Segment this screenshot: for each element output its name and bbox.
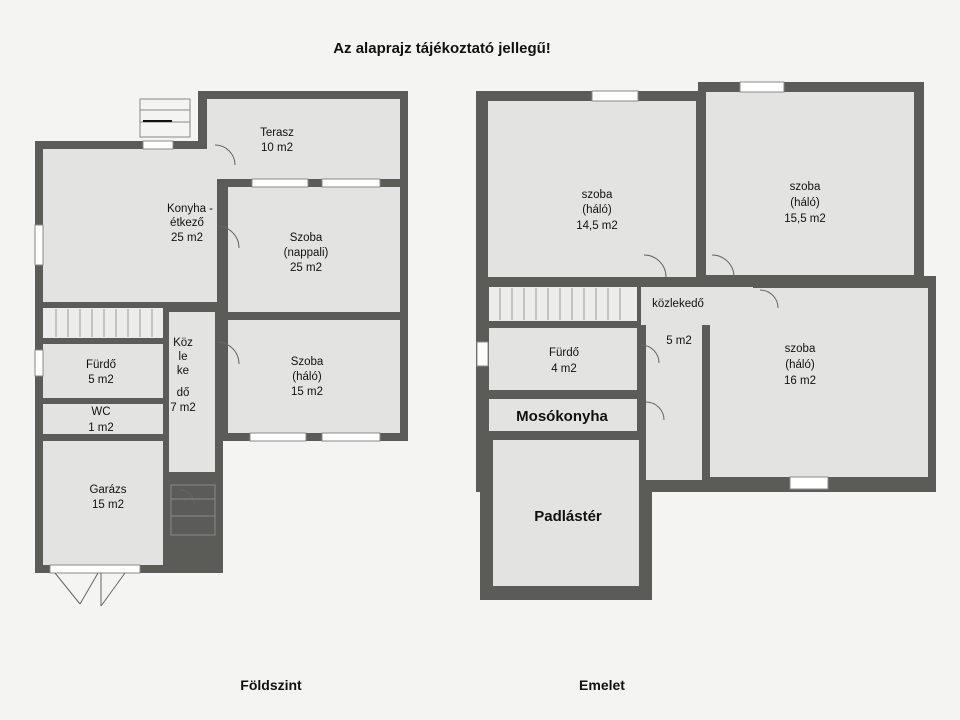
room-sub-szoba2: (háló) <box>790 197 820 209</box>
kitchen-floor <box>43 149 217 302</box>
room-label-kozlekedo-upper: közlekedő <box>652 298 704 310</box>
room-label-mosokonyha: Mosókonyha <box>516 408 608 425</box>
caption-upper-floor: Emelet <box>579 677 625 693</box>
room-label-garazs: Garázs <box>89 484 126 496</box>
room-area-furdo-upper: 4 m2 <box>551 363 577 375</box>
room-area-nappali: 25 m2 <box>290 262 322 274</box>
ground-doors <box>54 144 240 607</box>
room-area-wc: 1 m2 <box>88 422 114 434</box>
room-label-kozlekedo-4: dő <box>177 387 190 399</box>
bathroom-floor <box>43 344 163 398</box>
room-label-etkezo: étkező <box>170 217 204 229</box>
room-label-terasz: Terasz <box>260 127 294 139</box>
upper-windows <box>476 81 829 490</box>
ground-stairs <box>55 309 153 337</box>
room-label-furdo-upper: Fürdő <box>549 347 579 359</box>
upper-floor-plan: szoba (háló) 14,5 m2 szoba (háló) 15,5 m… <box>476 81 936 600</box>
upper-hallway-floor <box>646 325 702 480</box>
room-area-halo: 15 m2 <box>291 386 323 398</box>
room-area-szoba3: 16 m2 <box>784 375 816 387</box>
upper-stairs <box>499 288 621 320</box>
attic-floor <box>493 440 639 586</box>
room-area-szoba2: 15,5 m2 <box>784 213 826 225</box>
room-area-konyha: 25 m2 <box>171 232 203 244</box>
room-label-kozlekedo-2: le <box>179 351 188 363</box>
room-area-szoba1: 14,5 m2 <box>576 220 618 232</box>
garage-floor <box>43 441 163 565</box>
living-room-floor <box>228 187 400 312</box>
room-label-kozlekedo-1: Köz <box>173 337 193 349</box>
room-label-kozlekedo-3: ke <box>177 365 189 377</box>
room-area-furdo-ground: 5 m2 <box>88 374 114 386</box>
room-label-padlaster: Padlástér <box>534 508 602 525</box>
room-label-halo: Szoba <box>291 356 324 368</box>
room-label-szoba2: szoba <box>790 181 821 193</box>
ground-entrance-steps <box>139 98 216 536</box>
room-label-konyha: Konyha - <box>167 203 213 215</box>
room-area-terasz: 10 m2 <box>261 142 293 154</box>
ground-windows <box>34 140 381 574</box>
laundry-floor <box>489 399 637 431</box>
upper-hallway-floor-top <box>641 287 753 325</box>
hallway-floor <box>169 312 215 472</box>
room-sub-nappali: (nappali) <box>284 247 329 259</box>
bedroom-1-floor <box>488 101 696 277</box>
room-sub-halo: (háló) <box>292 371 322 383</box>
room-label-wc: WC <box>91 406 110 418</box>
room-label-nappali: Szoba <box>290 232 323 244</box>
bedroom-floor <box>228 320 400 433</box>
caption-ground-floor: Földszint <box>240 677 302 693</box>
wc-floor <box>43 404 163 434</box>
room-label-furdo-ground: Fürdő <box>86 359 116 371</box>
room-sub-szoba1: (háló) <box>582 204 612 216</box>
room-area-kozlekedo-ground: 7 m2 <box>170 402 196 414</box>
upper-bathroom-floor <box>489 328 637 390</box>
bedroom-2-floor <box>706 92 914 275</box>
room-label-szoba1: szoba <box>582 189 613 201</box>
room-area-kozlekedo-upper: 5 m2 <box>666 335 692 347</box>
stairs-area <box>43 308 163 338</box>
terrace-floor <box>207 99 400 179</box>
room-sub-szoba3: (háló) <box>785 359 815 371</box>
upper-doors <box>640 254 779 421</box>
page-title: Az alaprajz tájékoztató jellegű! <box>333 40 551 57</box>
room-area-garazs: 15 m2 <box>92 499 124 511</box>
upper-stairs-area <box>489 287 637 321</box>
room-label-szoba3: szoba <box>785 343 816 355</box>
ground-floor-plan: Terasz 10 m2 Konyha - étkező 25 m2 Szoba… <box>34 91 408 607</box>
